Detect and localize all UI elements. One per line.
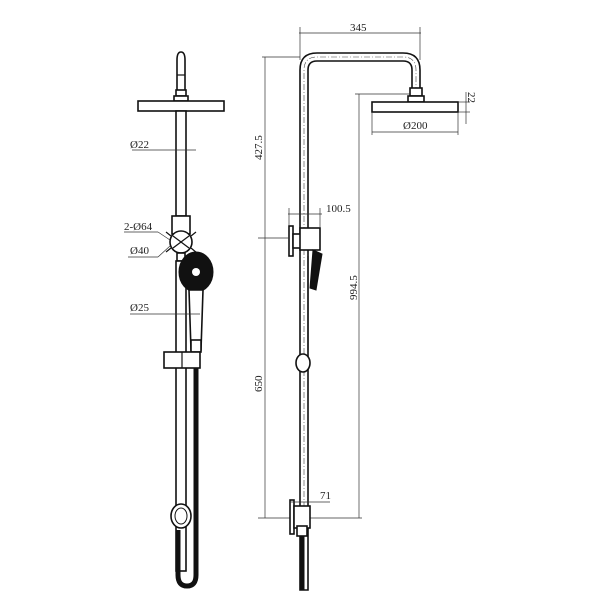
shower-head-front [137,100,225,112]
lower-height-label: 650 [253,375,265,392]
diverter-diameter-label: Ø40 [130,245,149,257]
head-thickness-label: 22 [465,92,477,103]
bottom-projection-label: 71 [320,490,331,502]
total-height-label: 994.5 [348,275,360,300]
shower-head-side [371,101,459,113]
head-connector [175,89,187,97]
bracket-projection-label: 100.5 [326,203,351,215]
head-diameter-label: Ø200 [403,120,428,132]
riser-arm [299,52,421,591]
rail-diameter-label: Ø25 [130,302,149,314]
riser-diameter-label: Ø22 [130,139,149,151]
arm-reach-label: 345 [350,22,367,34]
hand-shower-side [309,249,323,291]
arm-top-end [176,51,186,96]
hose [175,368,199,589]
slide-rail [175,260,187,572]
wall-flange-label: 2-Ø64 [124,221,153,233]
riser-upper [175,110,187,217]
slide-holder-side [295,353,311,373]
front-view: Ø22 2-Ø64 Ø40 Ø25 [124,51,225,589]
diverter-side [299,227,321,251]
side-view: 345 22 Ø200 427.5 100.5 994.5 [253,22,477,591]
top-to-bracket-label: 427.5 [253,135,265,160]
